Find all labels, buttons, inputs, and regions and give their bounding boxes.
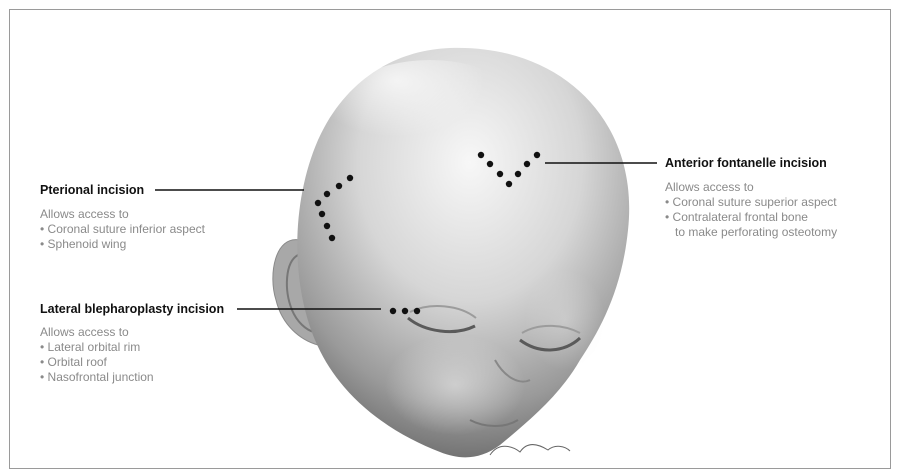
fontanelle-description: Allows access to • Coronal suture superi…: [665, 180, 837, 240]
fontanelle-item-3: to make perforating osteotomy: [665, 225, 837, 240]
fontanelle-intro: Allows access to: [665, 180, 837, 195]
blepharoplasty-item-3: • Nasofrontal junction: [40, 370, 154, 385]
pterional-item-2: • Sphenoid wing: [40, 237, 205, 252]
pterional-item-1: • Coronal suture inferior aspect: [40, 222, 205, 237]
blepharoplasty-item-1: • Lateral orbital rim: [40, 340, 154, 355]
blepharoplasty-description: Allows access to • Lateral orbital rim •…: [40, 325, 154, 385]
blepharoplasty-item-2: • Orbital roof: [40, 355, 154, 370]
blepharoplasty-incision-dots: [390, 308, 420, 314]
fontanelle-item-2: • Contralateral frontal bone: [665, 210, 837, 225]
pterional-description: Allows access to • Coronal suture inferi…: [40, 207, 205, 252]
blepharoplasty-title: Lateral blepharoplasty incision: [40, 302, 224, 316]
fontanelle-title: Anterior fontanelle incision: [665, 156, 827, 170]
artist-signature: [490, 445, 570, 455]
pterional-title: Pterional incision: [40, 183, 144, 197]
blepharoplasty-intro: Allows access to: [40, 325, 154, 340]
fontanelle-item-1: • Coronal suture superior aspect: [665, 195, 837, 210]
pterional-intro: Allows access to: [40, 207, 205, 222]
